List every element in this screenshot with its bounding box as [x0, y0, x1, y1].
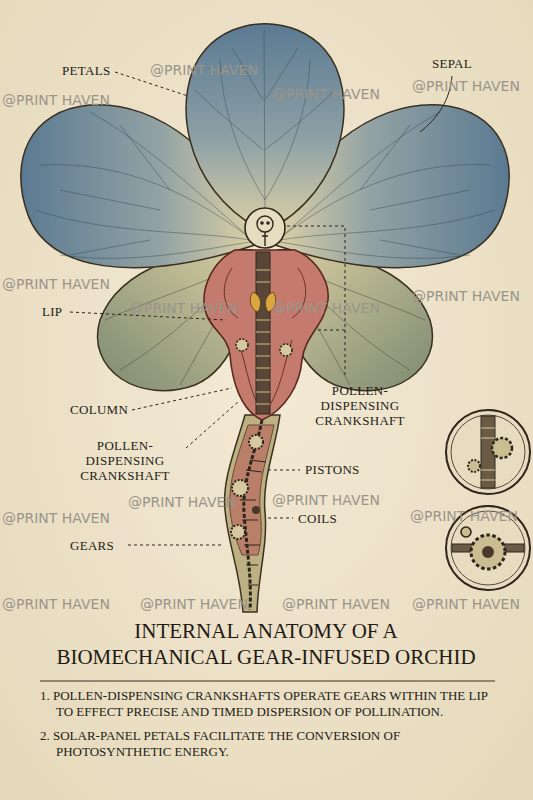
stem-outline	[225, 415, 280, 612]
part-label: GEARS	[70, 538, 114, 553]
inset-hub	[482, 546, 494, 558]
part-label: POLLEN-DISPENSING CRANKSHAFT	[70, 438, 180, 483]
watermark: @PRINT HAVEN	[272, 492, 380, 508]
part-label: PETALS	[62, 63, 110, 78]
watermark: @PRINT HAVEN	[272, 86, 380, 102]
inset-border	[446, 410, 530, 494]
poster-title: INTERNAL ANATOMY OF A BIOMECHANICAL GEAR…	[46, 618, 486, 670]
watermark: @PRINT HAVEN	[150, 62, 258, 78]
watermark: @PRINT HAVEN	[2, 92, 110, 108]
top-petal	[186, 24, 344, 232]
inset-gear	[461, 527, 471, 537]
inset-gear	[468, 460, 480, 472]
column-rungs	[256, 270, 270, 404]
watermark: @PRINT HAVEN	[2, 510, 110, 526]
gear-symbol	[232, 480, 248, 496]
inset-gear	[492, 438, 512, 458]
gear-symbol	[231, 525, 245, 539]
watermark: @PRINT HAVEN	[130, 300, 238, 316]
part-label: COLUMN	[70, 402, 128, 417]
part-label: PISTONS	[305, 462, 360, 477]
anther-detail	[257, 216, 273, 232]
leader-line	[268, 518, 293, 519]
pollinia	[250, 292, 275, 312]
note-text: 2. SOLAR-PANEL PETALS FACILITATE THE CON…	[40, 728, 502, 760]
anther-cap-shape	[245, 208, 285, 248]
watermark: @PRINT HAVEN	[412, 596, 520, 612]
petal-veins	[195, 30, 335, 225]
notes-block: 1. POLLEN-DISPENSING CRANKSHAFTS OPERATE…	[40, 688, 502, 760]
leader-line	[268, 470, 300, 471]
stem	[225, 415, 280, 612]
note-text: 1. POLLEN-DISPENSING CRANKSHAFTS OPERATE…	[40, 688, 502, 720]
gear-hub	[252, 506, 260, 514]
watermark: @PRINT HAVEN	[412, 78, 520, 94]
anther-detail	[262, 232, 268, 246]
inset-circle	[446, 410, 530, 494]
part-label: COILS	[298, 511, 337, 526]
coil-rungs	[240, 460, 266, 585]
gear-symbol	[236, 339, 248, 351]
leader-line	[132, 388, 232, 410]
column-shaft	[256, 252, 270, 414]
anther-cap	[245, 208, 285, 248]
watermark: @PRINT HAVEN	[2, 276, 110, 292]
lip-shape	[204, 250, 328, 420]
leader-line	[128, 545, 222, 546]
watermark: @PRINT HAVEN	[2, 596, 110, 612]
lip-column	[204, 250, 328, 420]
anther-detail	[266, 221, 270, 225]
inset-gear	[471, 535, 505, 569]
gear-symbol	[280, 344, 292, 356]
piston-rod	[244, 420, 262, 610]
part-label: SEPAL	[432, 56, 472, 71]
anther-detail	[260, 221, 264, 225]
watermark: @PRINT HAVEN	[282, 596, 390, 612]
title-rule	[40, 680, 495, 681]
watermark: @PRINT HAVEN	[272, 300, 380, 316]
leader-line	[186, 402, 238, 448]
watermark: @PRINT HAVEN	[412, 288, 520, 304]
petal	[186, 24, 344, 232]
gear-symbol	[249, 435, 263, 449]
watermark: @PRINT HAVEN	[128, 494, 236, 510]
part-label: POLLEN-DISPENSING CRANKSHAFT	[305, 383, 415, 428]
inset-rungs	[481, 428, 495, 480]
part-label: LIP	[42, 304, 62, 319]
mechanism-housing	[230, 425, 274, 555]
inset-border	[451, 415, 525, 489]
watermark: @PRINT HAVEN	[410, 508, 518, 524]
leader-lines	[70, 72, 452, 545]
watermark: @PRINT HAVEN	[140, 596, 248, 612]
